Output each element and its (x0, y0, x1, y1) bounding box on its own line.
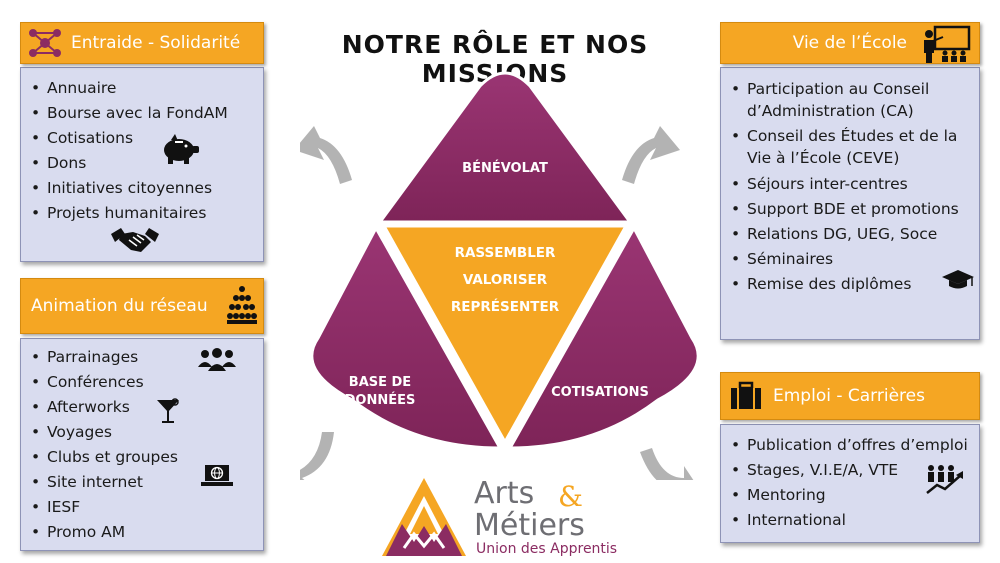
vie-ecole-header: Vie de l’École (720, 22, 980, 64)
segment-base-de-donnees (310, 226, 502, 450)
list-item: Stages, V.I.E/A, VTE (721, 458, 979, 483)
emploi-list: Publication d’offres d’emploi Stages, V.… (721, 425, 979, 533)
list-item: Conseil des Études et de la Vie à l’Écol… (721, 125, 973, 169)
arrow-bottom-right (640, 448, 694, 480)
logo-mark (382, 478, 466, 556)
center-diagram (300, 71, 700, 480)
list-item: Participation au Conseil d’Administratio… (721, 78, 973, 122)
entraide-list: Annuaire Bourse avec la FondAM Cotisatio… (21, 68, 263, 226)
animation-title: Animation du réseau (31, 296, 208, 316)
list-item: Conférences (21, 370, 263, 395)
emploi-header: Emploi - Carrières (720, 372, 980, 420)
entraide-header: Entraide - Solidarité (20, 22, 264, 64)
network-icon (29, 29, 61, 57)
handshake-icon (111, 228, 159, 252)
label-rassembler: RASSEMBLER (454, 245, 556, 261)
entraide-panel: Annuaire Bourse avec la FondAM Cotisatio… (20, 67, 264, 262)
crowd-icon (227, 286, 257, 324)
label-representer: REPRÉSENTER (450, 299, 560, 315)
arrow-bottom-left (300, 432, 334, 480)
logo-subtitle: Union des Apprentis (476, 541, 618, 557)
list-item: Clubs et groupes (21, 445, 263, 470)
emploi-panel: Publication d’offres d’emploi Stages, V.… (720, 424, 980, 543)
list-item: Mentoring (721, 483, 979, 508)
animation-header: Animation du réseau (20, 278, 264, 334)
briefcase-icon (731, 381, 761, 409)
list-item: Publication d’offres d’emploi (721, 433, 979, 458)
list-item: Projets humanitaires (21, 201, 263, 226)
label-benevolat: BÉNÉVOLAT (462, 161, 548, 176)
label-middle: RASSEMBLER VALORISER REPRÉSENTER (420, 240, 590, 321)
vie-ecole-panel: Participation au Conseil d’Administratio… (720, 67, 980, 340)
vie-ecole-list: Participation au Conseil d’Administratio… (721, 68, 979, 297)
segment-cotisations (508, 226, 700, 450)
label-cotisations: COTISATIONS (551, 385, 649, 400)
list-item: Remise des diplômes (721, 272, 973, 297)
list-item: Annuaire (21, 76, 263, 101)
label-base-de-donnees: BASE DE DONNÉES (330, 374, 430, 410)
list-item: Support BDE et promotions (721, 197, 973, 222)
list-item: Site internet (21, 470, 263, 495)
list-item: Séjours inter-centres (721, 172, 973, 197)
list-item: Promo AM (21, 520, 263, 545)
logo-line1: Arts (474, 476, 535, 511)
segment-benevolat (378, 71, 632, 224)
laptop-globe-icon (201, 465, 233, 486)
list-item: International (721, 508, 979, 533)
list-item: Initiatives citoyennes (21, 176, 263, 201)
list-item: Voyages (21, 420, 263, 445)
list-item: Séminaires (721, 247, 973, 272)
presentation-icon (924, 25, 971, 63)
cocktail-icon (157, 398, 179, 423)
arrows (300, 126, 694, 480)
logo-line2: Métiers (474, 508, 585, 543)
list-item: Bourse avec la FondAM (21, 101, 263, 126)
list-item: Cotisations (21, 126, 263, 151)
list-item: Parrainages (21, 345, 263, 370)
label-base-line2: DONNÉES (344, 393, 416, 408)
page-title: NOTRE RÔLE ET NOS MISSIONS (341, 30, 649, 88)
animation-panel: Parrainages Conférences Afterworks Voyag… (20, 338, 264, 551)
people-group-icon (198, 348, 236, 371)
animation-list: Parrainages Conférences Afterworks Voyag… (21, 339, 263, 545)
list-item: Relations DG, UEG, Soce (721, 222, 973, 247)
emploi-title: Emploi - Carrières (773, 386, 925, 406)
arrow-top-right (622, 126, 680, 184)
graduation-cap-icon (942, 270, 974, 289)
piggy-bank-icon (164, 134, 199, 164)
label-valoriser: VALORISER (462, 272, 548, 288)
segment-middle (382, 224, 628, 444)
label-base-line1: BASE DE (348, 375, 412, 390)
logo-ampersand: & (558, 480, 583, 513)
arrow-top-left (300, 126, 352, 184)
list-item: Dons (21, 151, 263, 176)
growth-people-icon (926, 465, 963, 494)
list-item: Afterworks (21, 395, 263, 420)
vie-ecole-title: Vie de l’École (792, 33, 907, 53)
entraide-title: Entraide - Solidarité (71, 33, 241, 53)
list-item: IESF (21, 495, 263, 520)
